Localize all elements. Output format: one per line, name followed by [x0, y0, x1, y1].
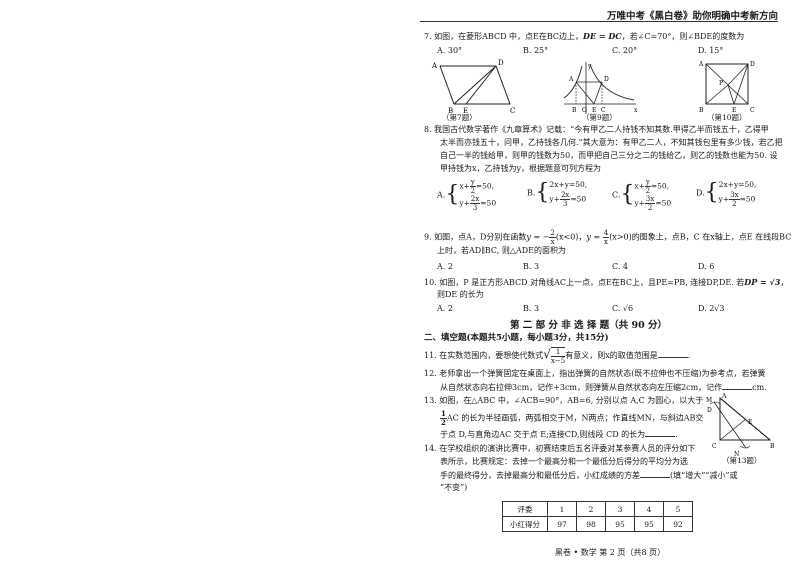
fig7-label-b: B [448, 107, 453, 115]
fig10-label-b: B [699, 107, 704, 114]
q7-stem: 7. 如图，在菱形ABCD 中，点E在BC边上，DE = DC，若∠C=70°，… [424, 31, 745, 41]
q14-line3: 手的最终得分，去掉最高分和最低分后，小红成绩的方差(填“增大”“减小”或 [440, 469, 738, 480]
figure-9-functions: y A D B O E C x [563, 62, 638, 114]
fig9-label-e: E [592, 107, 596, 114]
fig13-label-a: A [721, 393, 727, 400]
table-header-cell: 5 [663, 501, 693, 517]
q12-answer-blank [722, 381, 753, 390]
page-footer: 黑卷 • 数学 第 2 页（共8 页） [554, 548, 666, 557]
fig7-label-c: C [510, 107, 515, 115]
q10-option-d: D. 2√3 [698, 304, 725, 313]
q9-option-d: D. 6 [698, 262, 715, 271]
figure-13-triangle: A M D C E B N [706, 393, 775, 458]
fig7-label-d: D [498, 59, 504, 67]
fig13-caption: （第13题） [722, 456, 762, 465]
q8-line4: 甲持钱为x，乙持钱为y，根据题意可列方程为 [440, 164, 602, 173]
q9-option-c: C. 4 [612, 262, 629, 271]
fig9-label-b: B [572, 107, 577, 114]
fig10-caption: （第10题） [707, 113, 747, 122]
fig9-label-y: y [587, 63, 592, 70]
q9-line2: 上时，若AD∥BC, 则△ADE的面积为 [437, 246, 567, 255]
part2-title: 第 二 部 分 非 选 择 题（共 90 分） [510, 320, 667, 331]
fig7-caption: （第7题） [442, 113, 477, 122]
q14-line1: 14. 在学校组织的演讲比赛中，初赛结束后五名评委对某参赛人员的评分如下 [424, 444, 696, 453]
fig10-label-e: E [732, 107, 736, 114]
q7-option-d: D. 15° [698, 46, 724, 55]
q10-line2: 则DE 的长为 [437, 290, 484, 299]
table-header-cell: 1 [547, 501, 577, 517]
fig13-label-c: C [712, 443, 717, 450]
fig7-label-e: E [463, 107, 468, 115]
fig10-label-c: C [750, 107, 755, 114]
table-header-cell: 2 [576, 501, 606, 517]
table-cell: 95 [605, 516, 635, 532]
q7-option-a: A. 30° [437, 46, 463, 55]
q11-answer-blank [657, 349, 688, 358]
fig9-label-a: A [568, 76, 574, 83]
q7-option-b: B. 25° [523, 46, 549, 55]
score-table: 评委 1 2 3 4 5 小红得分 97 98 95 95 92 [502, 501, 693, 532]
q8-line1: 8. 我国古代数学著作《九章算术》记载：“今有甲乙二人持钱不知其数.甲得乙半而钱… [424, 125, 769, 134]
table-cell: 小红得分 [502, 516, 548, 532]
table-row: 小红得分 97 98 95 95 92 [502, 516, 693, 532]
table-cell: 97 [547, 516, 577, 532]
q10-option-c: C. √6 [612, 304, 634, 313]
q12-line1: 12. 老师拿出一个弹簧固定在桌面上，指出弹簧的自然状态(既不拉伸也不压缩)为参… [424, 369, 766, 378]
q9-option-a: A. 2 [437, 262, 453, 271]
figure-10-square: A D P B E C [698, 61, 755, 114]
q9-option-b: B. 3 [523, 262, 540, 271]
table-header-cell: 4 [634, 501, 664, 517]
fig7-label-a: A [431, 62, 438, 70]
fig10-label-a: A [698, 61, 704, 68]
q14-line2: 表所示，比赛规定：去掉一个最高分和一个最低分后得分的平均分为选 [440, 457, 688, 466]
q8-line2: 太半而亦钱五十，问甲，乙持钱各几何.”其大意为：有甲乙二人，不知其钱包里有多少钱… [440, 138, 783, 147]
q13-line3: 于点 D,与直角边AC 交于点 E;连接CD,则线段 CD 的长为. [440, 428, 678, 439]
q14-answer-blank [640, 469, 670, 478]
table-header-row: 评委 1 2 3 4 5 [502, 501, 693, 517]
fig13-label-b: B [770, 443, 775, 450]
figure-7-rhombus: A D B E C [431, 59, 515, 115]
page-header: 万唯中考《黑白卷》助你明确中考新方向 [606, 11, 778, 22]
table-header-cell: 3 [605, 501, 635, 517]
fig9-label-o: O [582, 107, 587, 114]
section2-title: 二、填空题(本题共5小题，每小题3分，共15分) [424, 333, 609, 343]
fig9-label-d: D [604, 76, 609, 83]
q10-option-a: A. 2 [437, 304, 453, 313]
q7-option-c: C. 20° [612, 46, 638, 55]
fig13-label-e: E [748, 419, 752, 426]
header-rule [420, 21, 778, 22]
q13-answer-blank [645, 428, 676, 437]
fig10-label-d: D [750, 61, 755, 68]
q10-option-b: B. 3 [523, 304, 540, 313]
table-cell: 98 [576, 516, 606, 532]
fig13-label-m: M [706, 397, 712, 404]
q8-line3: 自己一半的钱给甲，则甲的钱数为50，而甲把自己三分之二的钱给乙，则乙的钱数也能为… [440, 151, 778, 160]
q13-line1: 13. 如图，在△ABC 中，∠ACB=90°，AB=6, 分别以点 A,C 为… [424, 396, 704, 405]
q10-line1: 10. 如图，P 是正方形ABCD 对角线AC上一点，点E在BC上，且PE=PB… [424, 277, 789, 287]
table-header-cell: 评委 [502, 501, 548, 517]
fig9-label-x: x [634, 107, 638, 114]
fig10-label-p: P [719, 80, 723, 87]
fig13-label-n: N [734, 451, 739, 458]
table-cell: 92 [663, 516, 693, 532]
fig9-label-c: C [601, 107, 606, 114]
q14-line4: “不变”) [440, 483, 468, 492]
fig13-label-d: D [707, 407, 712, 414]
fig9-caption: （第9题） [582, 113, 617, 122]
table-cell: 95 [634, 516, 664, 532]
